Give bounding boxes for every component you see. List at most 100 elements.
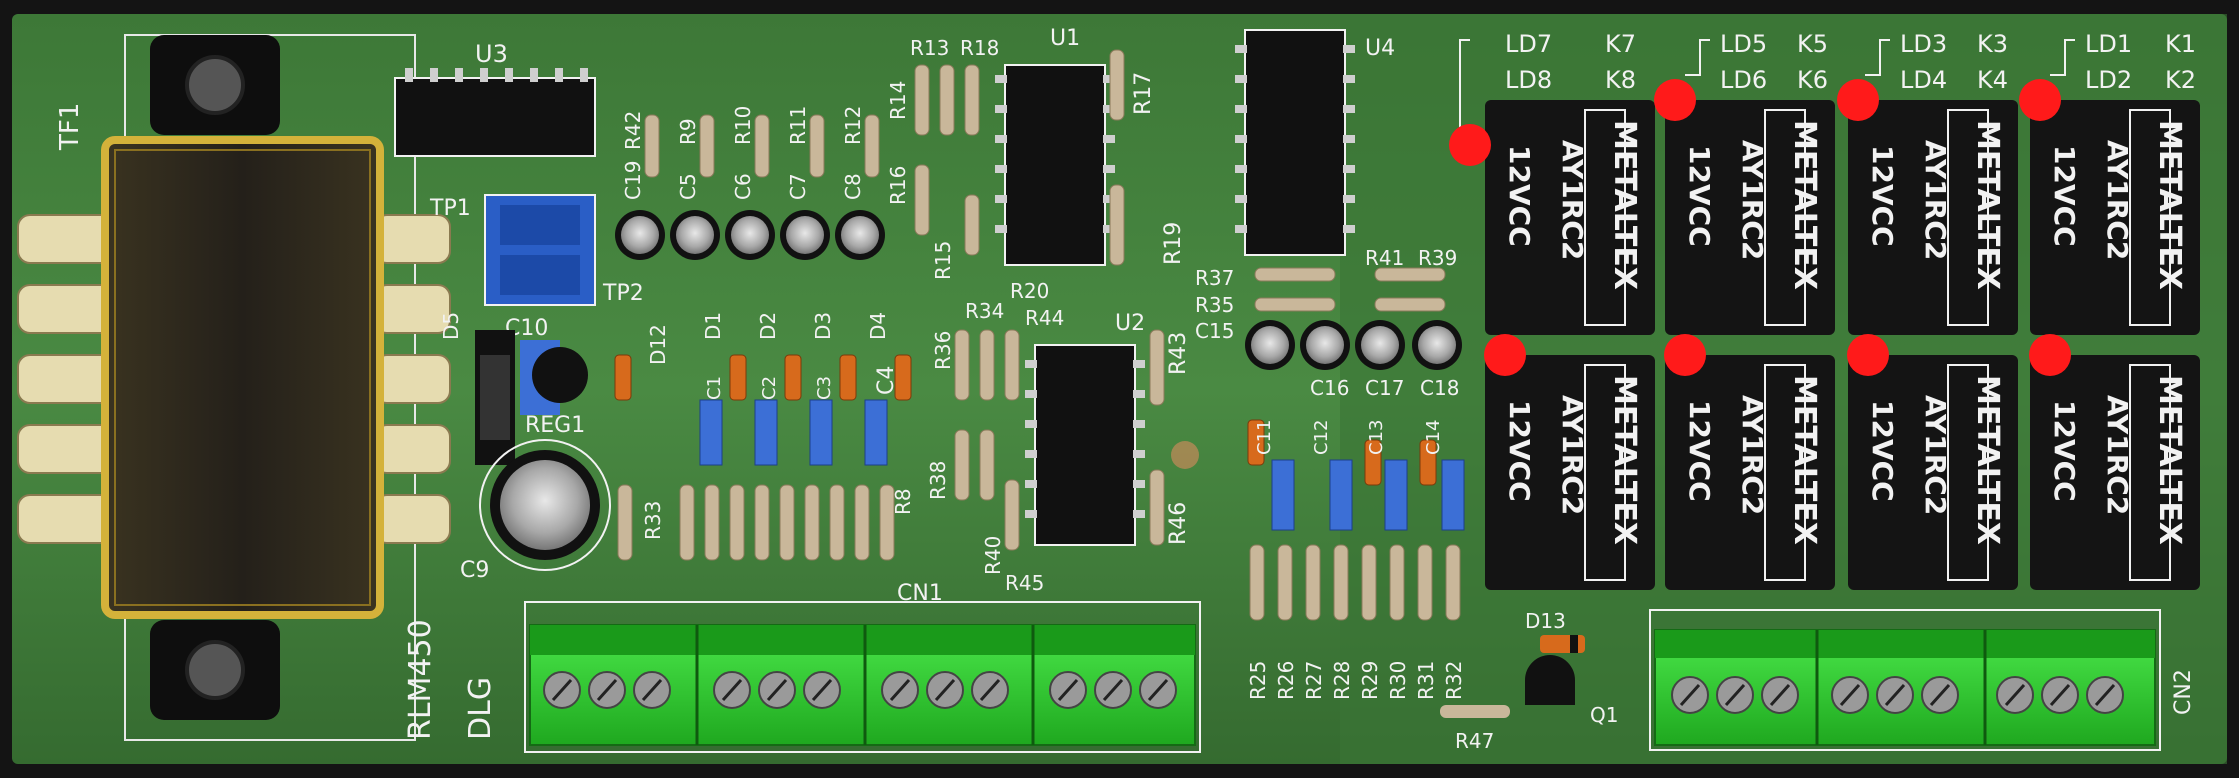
- status-led: [1449, 124, 1491, 166]
- capacitor-row-top: C19 C5 C6 C7 C8: [615, 161, 885, 260]
- resistor-bank-left: [617, 484, 895, 561]
- c15-label: C15: [1195, 319, 1234, 343]
- relay-model: AY1RC2: [2101, 140, 2134, 260]
- r13-label: R13: [910, 36, 949, 60]
- relay-brand-frame: [1584, 109, 1626, 326]
- relay-model: AY1RC2: [1919, 395, 1952, 515]
- ld3-label: LD3: [1900, 30, 1947, 58]
- relay-brand-frame: [2129, 364, 2171, 581]
- terminal-block-cn2: CN2: [1649, 609, 2196, 751]
- r33-label: R33: [641, 501, 665, 540]
- u3-label: U3: [475, 40, 508, 68]
- board-name: RLM450: [403, 619, 438, 740]
- d13-label: D13: [1525, 609, 1566, 633]
- d1-label: D1: [701, 312, 725, 340]
- cn2-label: CN2: [2171, 669, 2196, 715]
- r46-label: R46: [1166, 502, 1191, 545]
- relay-body: [2030, 355, 2200, 590]
- c16-label: C16: [1310, 376, 1349, 400]
- relay-voltage: 12VCC: [1503, 400, 1536, 502]
- relay-body: [1485, 355, 1655, 590]
- diode-row: [614, 354, 912, 466]
- relay-voltage: 12VCC: [1683, 400, 1716, 502]
- c14-label: C14: [1423, 420, 1444, 455]
- r31-label: R31: [1414, 661, 1438, 700]
- relay-model: AY1RC2: [1736, 140, 1769, 260]
- d2-label: D2: [756, 312, 780, 340]
- r16-label: R16: [886, 166, 910, 205]
- u4-label: U4: [1365, 36, 1395, 61]
- c4-label: C4: [874, 366, 899, 395]
- c2-label: C2: [759, 376, 780, 400]
- capacitor-row-mid: [1245, 320, 1462, 370]
- d13-q1-area: D13 Q1 R47: [1440, 609, 1618, 753]
- r44-label: R44: [1025, 306, 1064, 330]
- d12-label: D12: [646, 324, 670, 365]
- k5-label: K5: [1797, 30, 1828, 58]
- regulator-area: C10 D5 REG1: [439, 312, 588, 465]
- c18-label: C18: [1420, 376, 1459, 400]
- c12-label: C12: [1311, 420, 1332, 455]
- r10-label: R10: [731, 106, 755, 145]
- r12-label: R12: [841, 106, 865, 145]
- k1-label: K1: [2165, 30, 2196, 58]
- relay-model: AY1RC2: [1736, 395, 1769, 515]
- relay-body: [1485, 100, 1655, 335]
- blue-cap-row-right: [1247, 419, 1465, 531]
- k7-label: K7: [1605, 30, 1636, 58]
- c19-label: C19: [621, 161, 645, 200]
- u1-label: U1: [1050, 26, 1080, 51]
- u2-label: U2: [1115, 311, 1145, 336]
- ic-u4: U4: [1235, 29, 1395, 256]
- r8-label: R8: [891, 488, 915, 515]
- board-maker: DLG: [463, 677, 498, 740]
- d5-label: D5: [439, 312, 463, 340]
- status-led: [1847, 334, 1889, 376]
- relay-brand-frame: [1947, 109, 1989, 326]
- ic-u2: U2: [1025, 311, 1145, 546]
- c13-label: C13: [1366, 420, 1387, 455]
- r14-label: R14: [886, 81, 910, 120]
- r25-label: R25: [1246, 661, 1270, 700]
- r18-label: R18: [960, 36, 999, 60]
- d3-label: D3: [811, 312, 835, 340]
- relay-brand-frame: [2129, 109, 2171, 326]
- r15-label: R15: [931, 241, 955, 280]
- ld8-label: LD8: [1505, 66, 1552, 94]
- tp1-label: TP1: [429, 196, 471, 221]
- r11-label: R11: [786, 106, 810, 145]
- k8-label: K8: [1605, 66, 1636, 94]
- relay-brand-frame: [1764, 364, 1806, 581]
- capacitor-c9: C9: [460, 439, 611, 583]
- relay-voltage: 12VCC: [1866, 145, 1899, 247]
- r20-label: R20: [1010, 279, 1049, 303]
- trimmer-tp1: TP1 TP2: [429, 194, 644, 306]
- relay-brand-frame: [1584, 364, 1626, 581]
- relay-brand-frame: [1764, 109, 1806, 326]
- tp2-label: TP2: [602, 281, 644, 306]
- r27-label: R27: [1302, 661, 1326, 700]
- ld5-label: LD5: [1720, 30, 1767, 58]
- r39-label: R39: [1418, 246, 1457, 270]
- r26-label: R26: [1274, 661, 1298, 700]
- c7-label: C7: [786, 173, 810, 200]
- ic-u3: U3: [394, 40, 596, 157]
- k2-label: K2: [2165, 66, 2196, 94]
- r34-label: R34: [965, 299, 1004, 323]
- relay-voltage: 12VCC: [2048, 400, 2081, 502]
- ld1-label: LD1: [2085, 30, 2132, 58]
- status-led: [1837, 79, 1879, 121]
- resistor-bank-right: [1249, 544, 1461, 621]
- relay-model: AY1RC2: [1556, 395, 1589, 515]
- reg1-label: REG1: [525, 413, 585, 438]
- relay-model: AY1RC2: [1556, 140, 1589, 260]
